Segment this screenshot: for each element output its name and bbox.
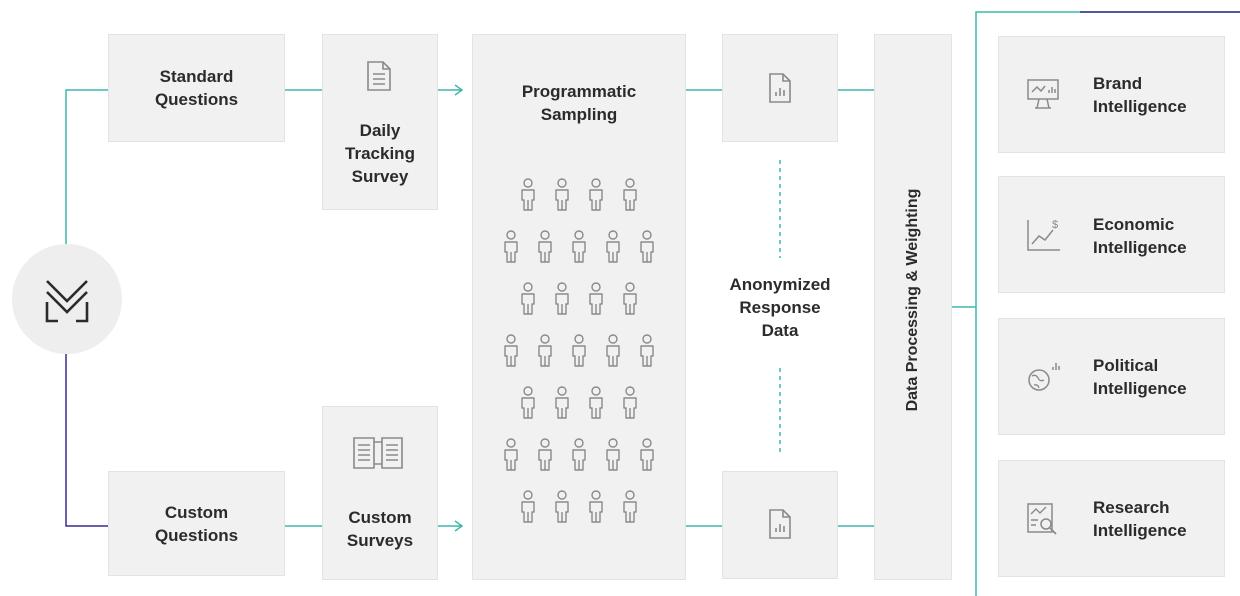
- arrow-daily-to-sampling: [438, 84, 464, 96]
- person-icon: [555, 282, 569, 315]
- box-custom-questions: [108, 471, 285, 576]
- box-data-processing: [874, 34, 952, 580]
- person-icon: [538, 438, 552, 471]
- person-icon: [589, 386, 603, 419]
- person-icon: [640, 230, 654, 263]
- person-icon: [521, 282, 535, 315]
- box-standard-questions: [108, 34, 285, 142]
- person-icon: [504, 438, 518, 471]
- connector-logo-to-custom: [65, 354, 108, 527]
- person-icon: [589, 282, 603, 315]
- brand-intelligence-label: Brand Intelligence: [1093, 74, 1187, 116]
- m-logo-icon: [45, 280, 89, 323]
- report-chart-icon: [769, 509, 791, 539]
- person-icon: [504, 230, 518, 263]
- search-chart-icon: [1027, 503, 1057, 535]
- person-icon: [640, 334, 654, 367]
- document-icon: [367, 61, 391, 91]
- person-icon: [521, 386, 535, 419]
- programmatic-sampling-label: Programmatic Sampling: [521, 82, 637, 124]
- custom-questions-label: Custom Questions: [154, 503, 239, 545]
- person-icon: [521, 490, 535, 523]
- anonymized-response-data-label: Anonymized Response Data: [729, 275, 831, 340]
- person-icon: [555, 386, 569, 419]
- custom-surveys-label: Custom Surveys: [346, 508, 414, 550]
- logo-circle: [12, 244, 122, 354]
- box-brand-intelligence: [998, 36, 1225, 153]
- trend-dollar-icon: $: [1027, 219, 1060, 251]
- person-icon: [572, 438, 586, 471]
- political-intelligence-label: Political Intelligence: [1093, 356, 1187, 398]
- box-political-intelligence: [998, 318, 1225, 435]
- data-processing-label: Data Processing & Weighting: [904, 188, 921, 412]
- box-programmatic-sampling: [472, 34, 686, 580]
- person-icon: [623, 386, 637, 419]
- multi-document-icon: [353, 437, 403, 469]
- person-icon: [589, 178, 603, 211]
- connector-logo-to-standard: [65, 89, 108, 244]
- person-icon: [521, 178, 535, 211]
- standard-questions-label: Standard Questions: [154, 67, 239, 109]
- box-economic-intelligence: [998, 176, 1225, 293]
- person-icon: [572, 230, 586, 263]
- person-icon: [606, 438, 620, 471]
- person-icon: [606, 334, 620, 367]
- report-chart-icon: [769, 73, 791, 103]
- person-icon: [538, 230, 552, 263]
- person-icon: [640, 438, 654, 471]
- daily-tracking-survey-label: Daily Tracking Survey: [345, 121, 415, 186]
- economic-intelligence-label: Economic Intelligence: [1093, 215, 1187, 257]
- person-icon: [623, 490, 637, 523]
- box-custom-surveys: [322, 406, 438, 580]
- person-icon: [555, 490, 569, 523]
- person-icon: [504, 334, 518, 367]
- globe-chart-icon: [1028, 363, 1060, 391]
- person-icon: [572, 334, 586, 367]
- person-icon: [555, 178, 569, 211]
- person-icon: [606, 230, 620, 263]
- research-intelligence-label: Research Intelligence: [1093, 498, 1187, 540]
- person-icon: [623, 178, 637, 211]
- arrow-custom-to-sampling: [438, 520, 464, 532]
- svg-text:$: $: [1052, 219, 1058, 231]
- box-research-intelligence: [998, 460, 1225, 577]
- person-icon: [538, 334, 552, 367]
- monitor-chart-icon: [1027, 79, 1059, 109]
- person-icon: [623, 282, 637, 315]
- person-icon: [589, 490, 603, 523]
- box-daily-tracking-survey: [322, 34, 438, 210]
